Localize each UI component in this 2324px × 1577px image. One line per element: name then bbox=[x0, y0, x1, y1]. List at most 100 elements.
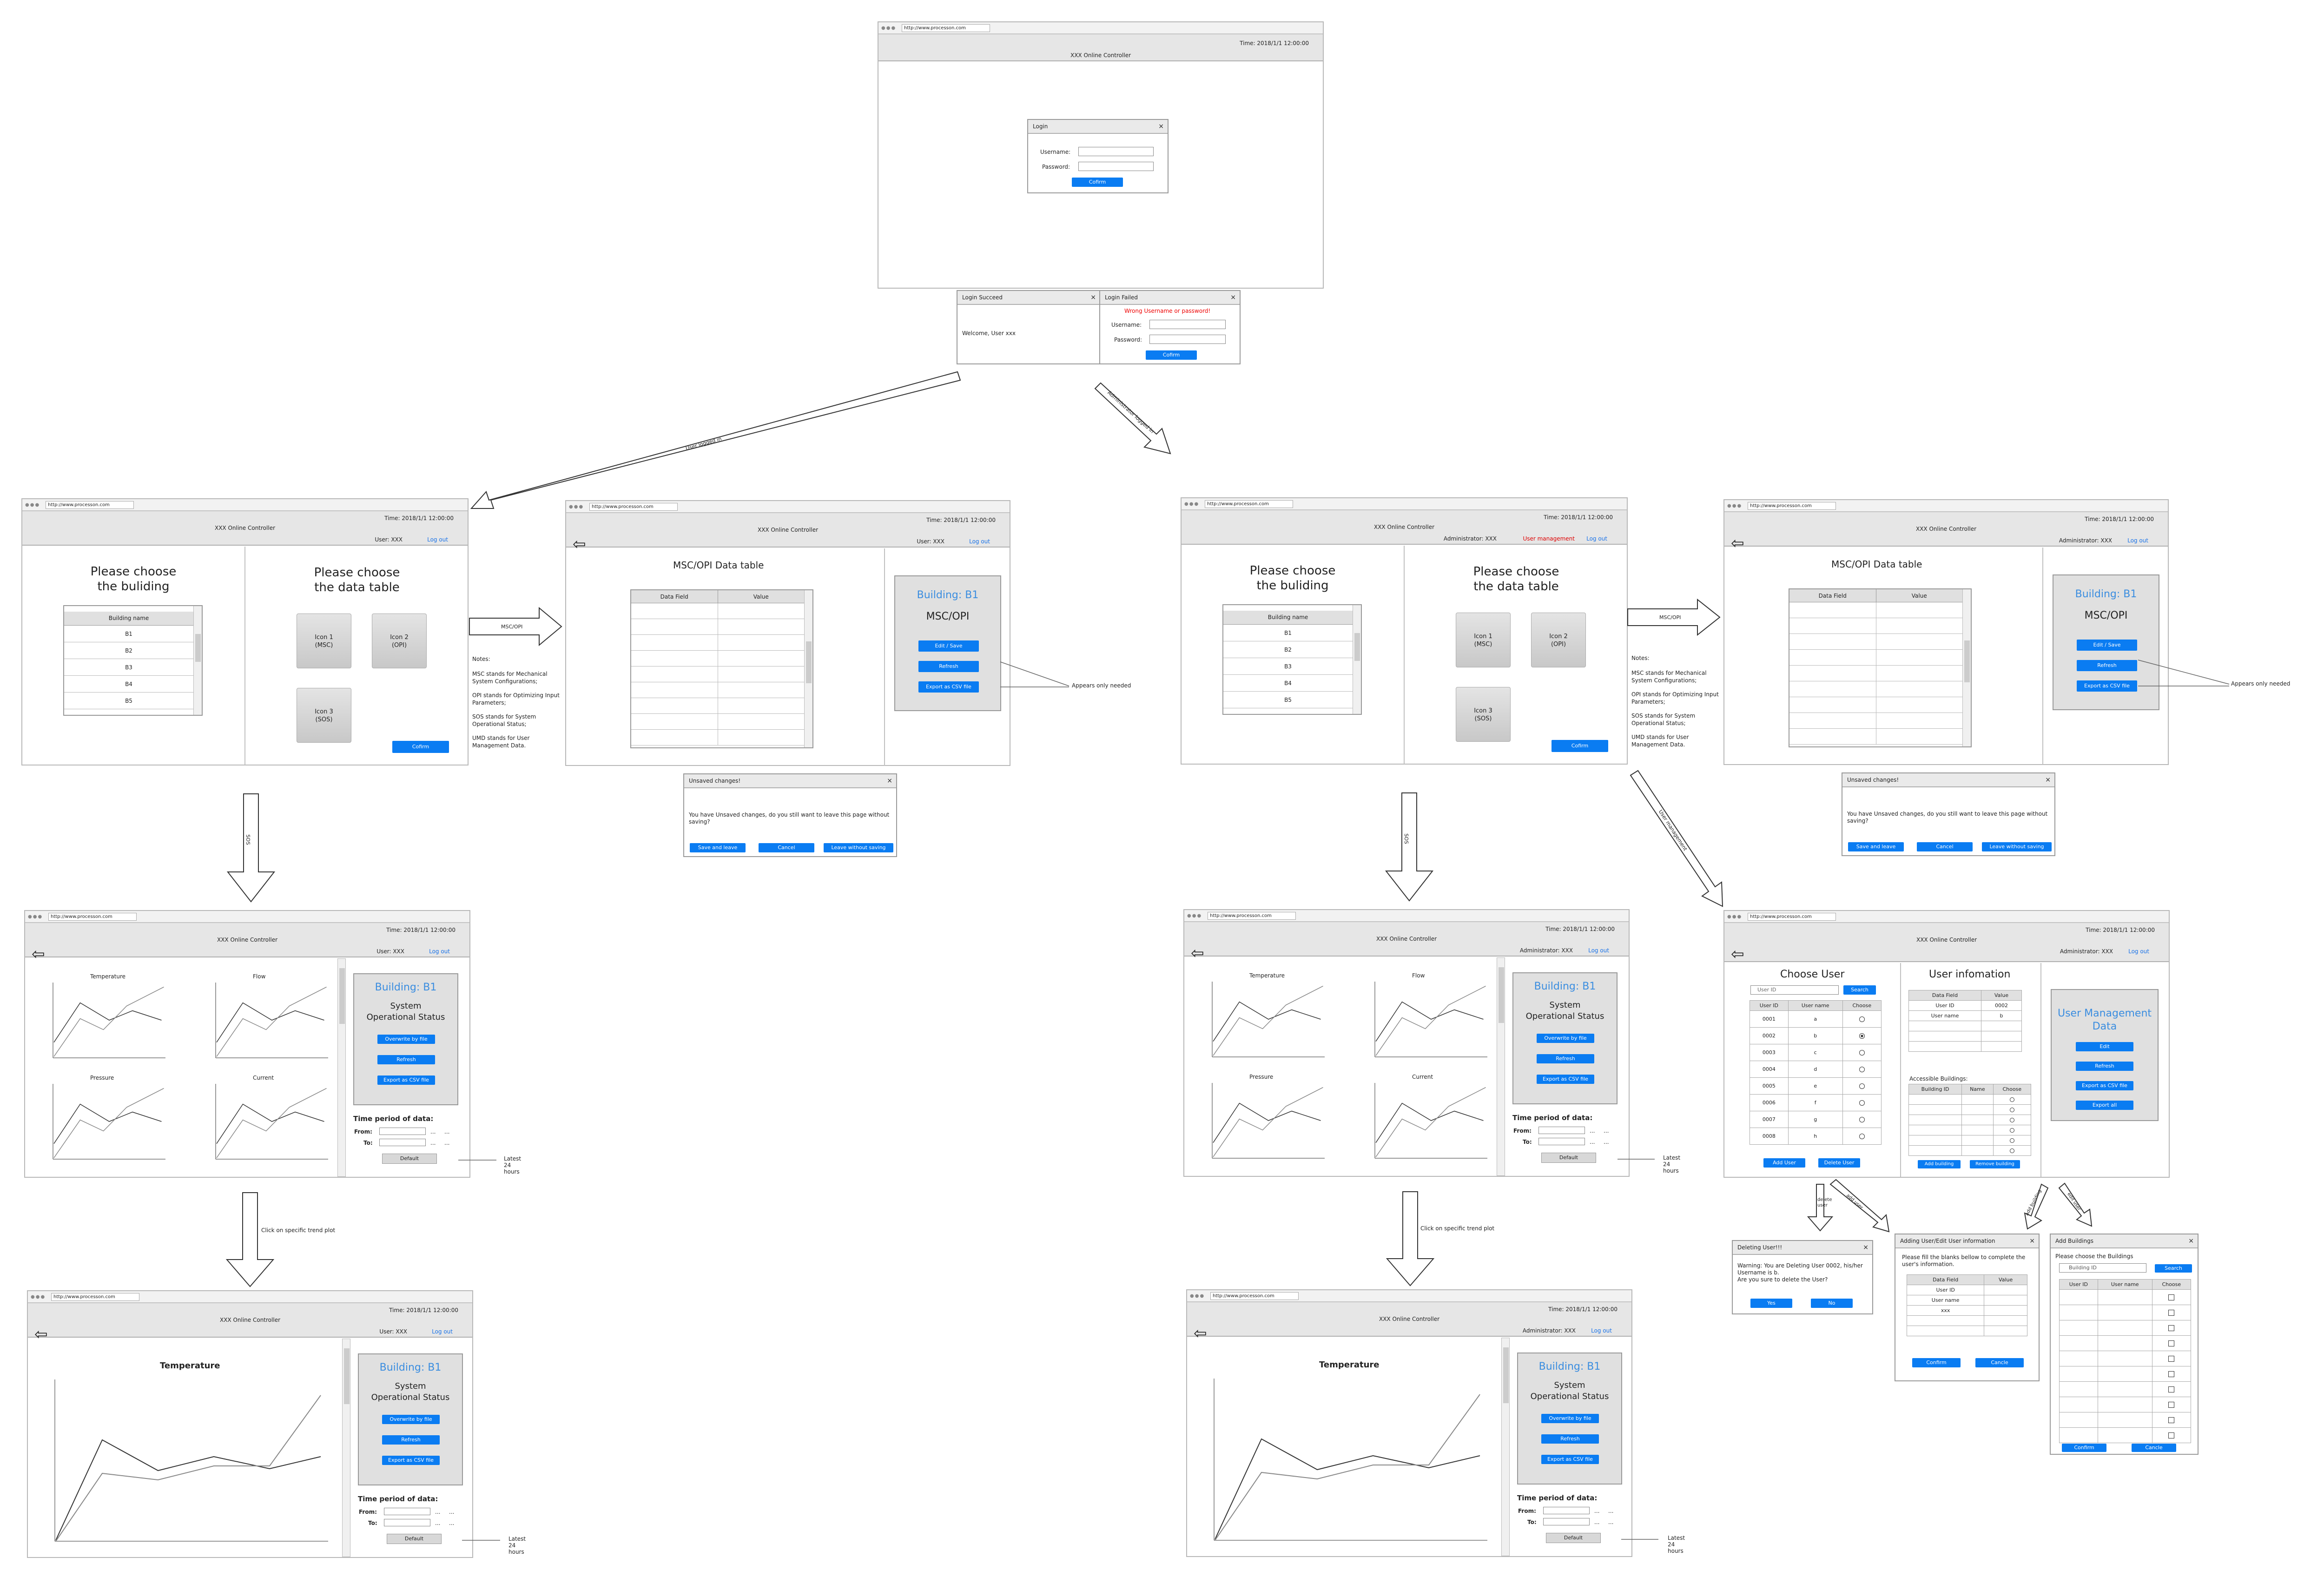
logout-link[interactable]: Log out bbox=[1586, 535, 1607, 542]
scrollbar[interactable] bbox=[337, 958, 346, 1177]
add-user-button[interactable]: Add User bbox=[1763, 1158, 1805, 1168]
building-search-input[interactable]: Building ID bbox=[2059, 1263, 2146, 1273]
export-csv-button[interactable]: Export as CSV file bbox=[1537, 1075, 1594, 1084]
export-csv-button[interactable]: Export as CSV file bbox=[382, 1456, 440, 1465]
leave-without-saving-button[interactable]: Leave without saving bbox=[1982, 842, 2052, 851]
user-radio[interactable] bbox=[1859, 1083, 1865, 1089]
scroll-thumb[interactable] bbox=[1503, 1347, 1509, 1403]
yes-button[interactable]: Yes bbox=[1750, 1299, 1792, 1308]
delete-user-button[interactable]: Delete User bbox=[1818, 1158, 1860, 1168]
url-field[interactable]: http://www.processon.com bbox=[1208, 912, 1296, 920]
trend-plot[interactable] bbox=[214, 1082, 330, 1161]
add-building-button[interactable]: Add building bbox=[1918, 1160, 1961, 1168]
building-radio[interactable] bbox=[2009, 1108, 2014, 1112]
user-radio[interactable] bbox=[1859, 1100, 1865, 1106]
sos-icon[interactable]: Icon 3 (SOS) bbox=[297, 688, 351, 743]
to-date-input[interactable] bbox=[1538, 1138, 1585, 1145]
table-row[interactable] bbox=[631, 682, 804, 698]
scrollbar[interactable] bbox=[804, 590, 812, 747]
scrollbar[interactable] bbox=[1501, 1338, 1510, 1556]
building-item[interactable]: B4 bbox=[64, 676, 193, 693]
scrollbar[interactable] bbox=[1497, 957, 1505, 1176]
refresh-button[interactable]: Refresh bbox=[918, 661, 979, 672]
back-arrow-icon[interactable]: ⇦ bbox=[1731, 534, 1744, 553]
building-checkbox[interactable] bbox=[2168, 1355, 2175, 1362]
export-csv-button[interactable]: Export as CSV file bbox=[377, 1076, 435, 1085]
building-radio[interactable] bbox=[2009, 1097, 2014, 1102]
logout-link[interactable]: Log out bbox=[969, 538, 990, 545]
building-item[interactable]: B5 bbox=[1223, 692, 1353, 708]
password-input[interactable] bbox=[1149, 335, 1226, 344]
close-icon[interactable]: × bbox=[887, 777, 892, 785]
building-item[interactable]: B4 bbox=[1223, 675, 1353, 692]
table-row[interactable] bbox=[631, 619, 804, 635]
close-icon[interactable]: × bbox=[1230, 294, 1236, 301]
table-row[interactable] bbox=[631, 698, 804, 714]
close-icon[interactable]: × bbox=[2045, 776, 2051, 784]
building-item[interactable]: B5 bbox=[64, 693, 193, 709]
url-field[interactable]: http://www.processon.com bbox=[589, 503, 678, 511]
logout-link[interactable]: Log out bbox=[427, 536, 448, 543]
table-row[interactable] bbox=[1789, 697, 1962, 713]
edit-button[interactable]: Edit bbox=[2076, 1042, 2133, 1051]
default-button[interactable]: Default bbox=[387, 1534, 442, 1544]
export-csv-button[interactable]: Export as CSV file bbox=[2076, 1081, 2133, 1090]
from-date-input[interactable] bbox=[379, 1128, 426, 1135]
building-item[interactable]: B1 bbox=[1223, 625, 1353, 641]
back-arrow-icon[interactable]: ⇦ bbox=[1731, 945, 1744, 963]
scroll-thumb[interactable] bbox=[195, 634, 201, 662]
table-row[interactable] bbox=[1789, 681, 1962, 697]
confirm-button[interactable]: Confirm bbox=[2062, 1444, 2106, 1452]
table-row[interactable] bbox=[631, 666, 804, 682]
export-csv-button[interactable]: Export as CSV file bbox=[1541, 1455, 1599, 1464]
url-field[interactable]: http://www.processon.com bbox=[51, 1293, 139, 1301]
table-row[interactable] bbox=[1789, 650, 1962, 666]
default-button[interactable]: Default bbox=[382, 1154, 437, 1164]
export-csv-button[interactable]: Export as CSV file bbox=[918, 681, 979, 693]
url-field[interactable]: http://www.processon.com bbox=[902, 24, 990, 32]
user-radio[interactable] bbox=[1859, 1050, 1865, 1056]
from-date-input[interactable] bbox=[1543, 1507, 1590, 1514]
building-checkbox[interactable] bbox=[2168, 1401, 2175, 1408]
from-date-input[interactable] bbox=[1538, 1127, 1585, 1134]
search-button[interactable]: Search bbox=[2155, 1264, 2192, 1273]
scroll-thumb[interactable] bbox=[806, 641, 812, 683]
table-row[interactable] bbox=[1789, 618, 1962, 634]
table-row[interactable] bbox=[631, 635, 804, 651]
back-arrow-icon[interactable]: ⇦ bbox=[573, 535, 586, 554]
building-checkbox[interactable] bbox=[2168, 1371, 2175, 1377]
scrollbar[interactable] bbox=[342, 1339, 350, 1557]
leave-without-saving-button[interactable]: Leave without saving bbox=[824, 843, 893, 852]
table-row[interactable] bbox=[1789, 602, 1962, 618]
building-radio[interactable] bbox=[2009, 1128, 2014, 1133]
building-checkbox[interactable] bbox=[2168, 1309, 2175, 1316]
opi-icon[interactable]: Icon 2 (OPI) bbox=[372, 614, 427, 668]
building-item[interactable]: B2 bbox=[1223, 641, 1353, 658]
close-icon[interactable]: × bbox=[2188, 1237, 2194, 1245]
back-arrow-icon[interactable]: ⇦ bbox=[34, 1325, 48, 1344]
overwrite-by-file-button[interactable]: Overwrite by file bbox=[377, 1035, 435, 1044]
no-button[interactable]: No bbox=[1811, 1299, 1853, 1308]
building-radio[interactable] bbox=[2009, 1148, 2014, 1153]
trend-plot[interactable] bbox=[1373, 980, 1489, 1059]
building-item[interactable]: B3 bbox=[64, 659, 193, 676]
default-button[interactable]: Default bbox=[1546, 1533, 1601, 1543]
trend-plot[interactable] bbox=[51, 1082, 167, 1161]
search-button[interactable]: Search bbox=[1843, 985, 1876, 995]
back-arrow-icon[interactable]: ⇦ bbox=[1191, 944, 1204, 963]
trend-plot[interactable] bbox=[1210, 980, 1327, 1059]
trend-plot[interactable] bbox=[214, 981, 330, 1060]
password-input[interactable] bbox=[1078, 162, 1154, 171]
back-arrow-icon[interactable]: ⇦ bbox=[1194, 1324, 1207, 1343]
username-input[interactable] bbox=[1149, 320, 1226, 329]
url-field[interactable]: http://www.processon.com bbox=[48, 913, 137, 921]
from-date-input[interactable] bbox=[384, 1508, 430, 1515]
building-item[interactable]: B3 bbox=[1223, 658, 1353, 675]
table-row[interactable] bbox=[631, 603, 804, 619]
to-date-input[interactable] bbox=[379, 1139, 426, 1146]
info-value[interactable]: 0002 bbox=[1981, 1000, 2022, 1011]
trend-plot[interactable] bbox=[51, 981, 167, 1060]
